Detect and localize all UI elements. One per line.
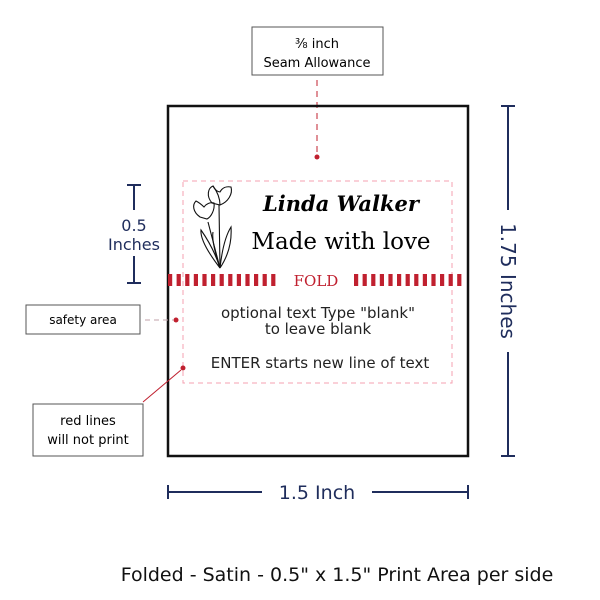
fold-dash <box>448 274 453 286</box>
left-dimension-value: 0.5 <box>121 216 146 235</box>
back-line3: ENTER starts new line of text <box>211 354 430 372</box>
fold-dash <box>422 274 427 286</box>
label-line2: Made with love <box>251 229 430 255</box>
back-line2: to leave blank <box>265 320 372 338</box>
fold-dash <box>202 274 207 286</box>
fold-dash <box>219 274 224 286</box>
tulip-icon <box>193 185 232 269</box>
fold-dash <box>362 274 367 286</box>
left-dimension-unit: Inches <box>108 235 160 254</box>
right-dimension-text: 1.75 Inches <box>496 223 520 339</box>
fold-dash <box>388 274 393 286</box>
fold-dash <box>354 274 359 286</box>
seam-callout-line2: Seam Allowance <box>263 56 370 71</box>
fold-dash <box>440 274 445 286</box>
fold-dash <box>431 274 436 286</box>
red-lines-text-1: red lines <box>60 414 116 429</box>
fold-dash <box>185 274 190 286</box>
label-name: Linda Walker <box>262 191 421 216</box>
fold-dash <box>371 274 376 286</box>
fold-line <box>168 274 462 286</box>
fold-dash <box>245 274 250 286</box>
footer-caption: Folded - Satin - 0.5" x 1.5" Print Area … <box>121 564 554 586</box>
fold-dash <box>271 274 276 286</box>
fold-dash <box>193 274 198 286</box>
seam-allowance-callout: ⅜ inch Seam Allowance <box>251 26 384 160</box>
seam-callout-line1: ⅜ inch <box>295 37 339 52</box>
fold-text: FOLD <box>294 272 339 290</box>
fold-dash <box>379 274 384 286</box>
fold-dash <box>457 274 462 286</box>
height-dimension-right <box>501 105 515 457</box>
fold-dash <box>168 274 173 286</box>
fold-dash <box>228 274 233 286</box>
safety-callout-text: safety area <box>49 313 117 327</box>
fold-dash <box>262 274 267 286</box>
fold-dash <box>397 274 402 286</box>
back-line1: optional text Type "blank" <box>221 304 415 322</box>
fold-dash <box>236 274 241 286</box>
fold-dash <box>254 274 259 286</box>
fold-dash <box>405 274 410 286</box>
height-dimension-left <box>127 184 141 284</box>
safety-area-callout: safety area <box>25 304 179 335</box>
fold-dash <box>414 274 419 286</box>
red-lines-text-2: will not print <box>47 433 129 448</box>
width-dimension <box>167 485 469 499</box>
fold-dash <box>176 274 181 286</box>
fold-dash <box>211 274 216 286</box>
seam-leader-dot <box>314 154 320 160</box>
red-lines-callout: red lines will not print <box>32 365 186 457</box>
bottom-dimension-text: 1.5 Inch <box>279 482 355 504</box>
